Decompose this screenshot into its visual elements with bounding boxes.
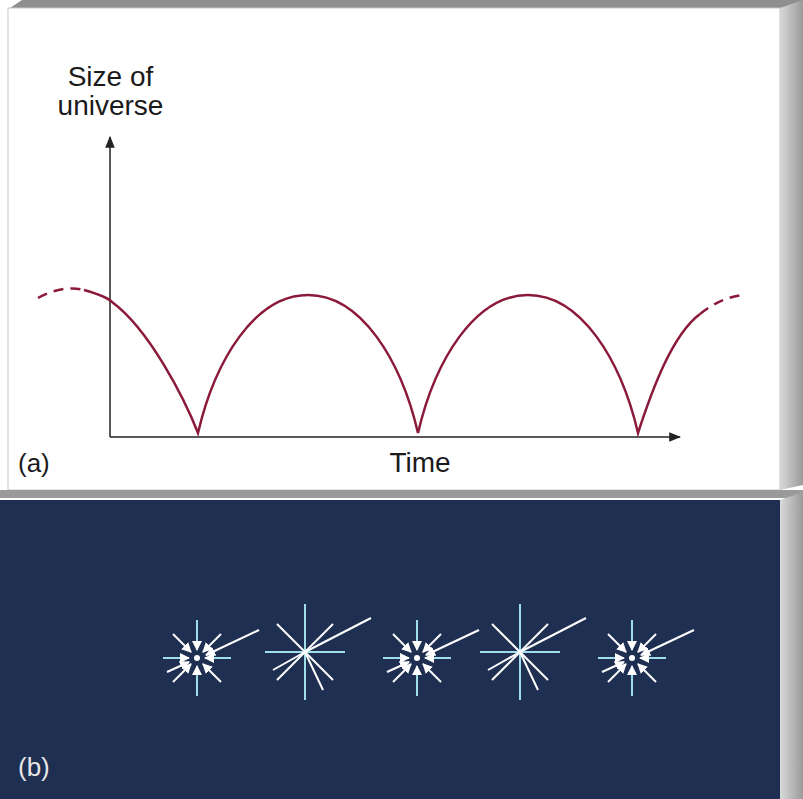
contracting-burst <box>598 620 694 696</box>
size-curve <box>84 290 700 433</box>
panel-a <box>8 8 780 490</box>
panel-gap <box>0 490 803 498</box>
panel-label: (a) <box>18 450 78 477</box>
dashed-curve <box>38 288 84 298</box>
axis-title: Time <box>360 448 480 477</box>
expanding-burst <box>265 604 371 700</box>
axis-title: Size of universe <box>28 62 193 121</box>
panel-top-bevel <box>10 0 803 8</box>
expanding-burst <box>480 604 586 700</box>
x-axis <box>110 436 680 438</box>
panel-side-bevel <box>780 0 803 490</box>
panel-side-bevel <box>780 492 803 799</box>
contracting-burst <box>163 620 259 696</box>
y-axis <box>109 137 111 437</box>
panel-b <box>0 500 780 799</box>
contracting-burst <box>383 620 479 696</box>
panel-label: (b) <box>18 754 78 781</box>
dashed-curve <box>700 295 742 314</box>
